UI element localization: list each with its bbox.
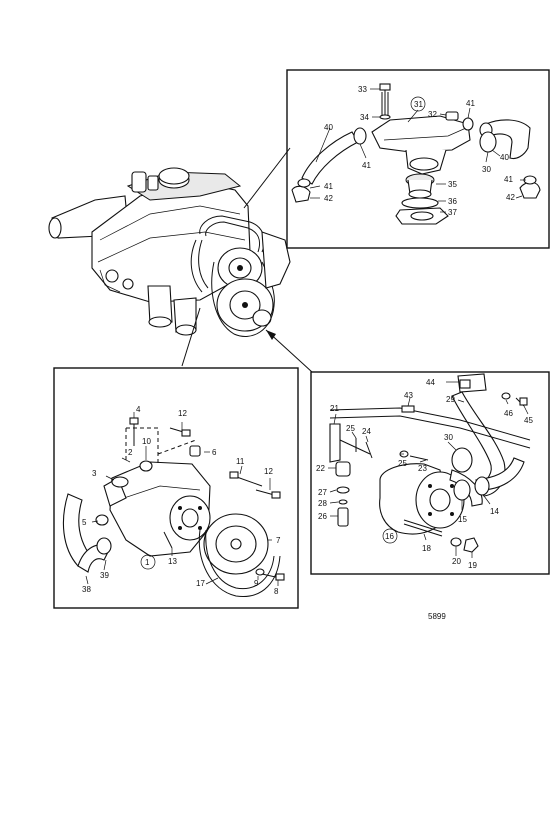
- callout-41b: 41: [362, 161, 371, 170]
- callout-17: 17: [196, 579, 205, 588]
- callout-1: 1: [145, 558, 150, 567]
- callout-15: 15: [458, 515, 467, 524]
- callout-19: 19: [468, 561, 477, 570]
- callout-9: 9: [254, 579, 259, 588]
- callout-46: 46: [504, 409, 513, 418]
- callout-27: 27: [318, 488, 327, 497]
- callout-12b: 12: [264, 467, 273, 476]
- callout-39: 39: [100, 571, 109, 580]
- callout-42b: 42: [506, 193, 515, 202]
- callout-37: 37: [448, 208, 457, 217]
- callout-38: 38: [82, 585, 91, 594]
- callout-31: 31: [414, 100, 423, 109]
- callout-35: 35: [448, 180, 457, 189]
- callout-22: 22: [316, 464, 325, 473]
- callout-28: 28: [318, 499, 327, 508]
- callout-7: 7: [276, 536, 281, 545]
- callout-44: 44: [426, 378, 435, 387]
- callout-18: 18: [422, 544, 431, 553]
- callout-30: 30: [444, 433, 453, 442]
- callout-29: 29: [446, 395, 455, 404]
- callout-6: 6: [212, 448, 217, 457]
- callout-25b: 25: [398, 459, 407, 468]
- callout-14: 14: [490, 507, 499, 516]
- water-pump-panel: 4 12 2 10 6 3 11 12 5 7 39 1 13 9 17 38 …: [53, 367, 299, 609]
- callout-16: 16: [385, 532, 394, 541]
- callout-11: 11: [236, 457, 245, 466]
- callout-33: 33: [358, 85, 367, 94]
- circulation-pump-panel: 44 43 29 46 45 21 25 24 30 25 22 23 27 2…: [310, 371, 550, 575]
- callout-12a: 12: [178, 409, 187, 418]
- callout-40b: 40: [500, 153, 509, 162]
- callout-36: 36: [448, 197, 457, 206]
- callout-2: 2: [128, 448, 133, 457]
- callout-42a: 42: [324, 194, 333, 203]
- callout-45: 45: [524, 416, 533, 425]
- callout-5: 5: [82, 518, 87, 527]
- callout-21: 21: [330, 404, 339, 413]
- callout-24: 24: [362, 427, 371, 436]
- callout-10: 10: [142, 437, 151, 446]
- callout-25a: 25: [346, 424, 355, 433]
- callout-20: 20: [452, 557, 461, 566]
- callout-8: 8: [274, 587, 279, 596]
- callout-34: 34: [360, 113, 369, 122]
- callout-41c: 41: [504, 175, 513, 184]
- callout-23: 23: [418, 464, 427, 473]
- engine-overview-drawing: [48, 167, 291, 337]
- reference-number: 5899: [428, 612, 446, 621]
- callout-30a: 30: [482, 165, 491, 174]
- callout-32: 32: [428, 110, 437, 119]
- callout-4: 4: [136, 405, 141, 414]
- callout-26: 26: [318, 512, 327, 521]
- thermostat-housing-panel: 33 31 32 41 34 40 41 40 35 30 41 41 42 3…: [286, 69, 550, 249]
- callout-13: 13: [168, 557, 177, 566]
- callout-41a: 41: [466, 99, 475, 108]
- callout-41d: 41: [324, 182, 333, 191]
- callout-40a: 40: [324, 123, 333, 132]
- callout-3: 3: [92, 469, 97, 478]
- callout-43: 43: [404, 391, 413, 400]
